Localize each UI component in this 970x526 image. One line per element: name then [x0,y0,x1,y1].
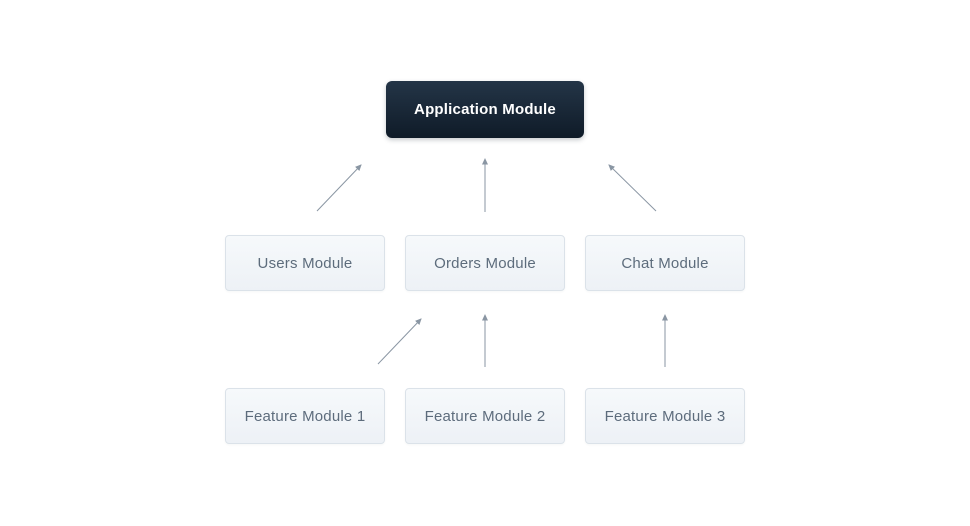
node-feature-module-2: Feature Module 2 [405,388,565,444]
edge-feature1-to-orders [377,318,422,365]
node-orders-module: Orders Module [405,235,565,291]
edge-users-to-application [316,164,362,212]
node-feature-module-1: Feature Module 1 [225,388,385,444]
node-application-module: Application Module [386,81,584,138]
node-feature-module-2-label: Feature Module 2 [424,407,546,425]
node-chat-module-label: Chat Module [621,254,709,272]
node-users-module-label: Users Module [257,254,353,272]
node-feature-module-3: Feature Module 3 [585,388,745,444]
node-users-module: Users Module [225,235,385,291]
node-orders-module-label: Orders Module [434,254,536,272]
node-feature-module-3-label: Feature Module 3 [604,407,726,425]
node-feature-module-1-label: Feature Module 1 [244,407,366,425]
edge-chat-to-application [608,164,657,212]
node-application-module-label: Application Module [414,101,556,118]
node-chat-module: Chat Module [585,235,745,291]
